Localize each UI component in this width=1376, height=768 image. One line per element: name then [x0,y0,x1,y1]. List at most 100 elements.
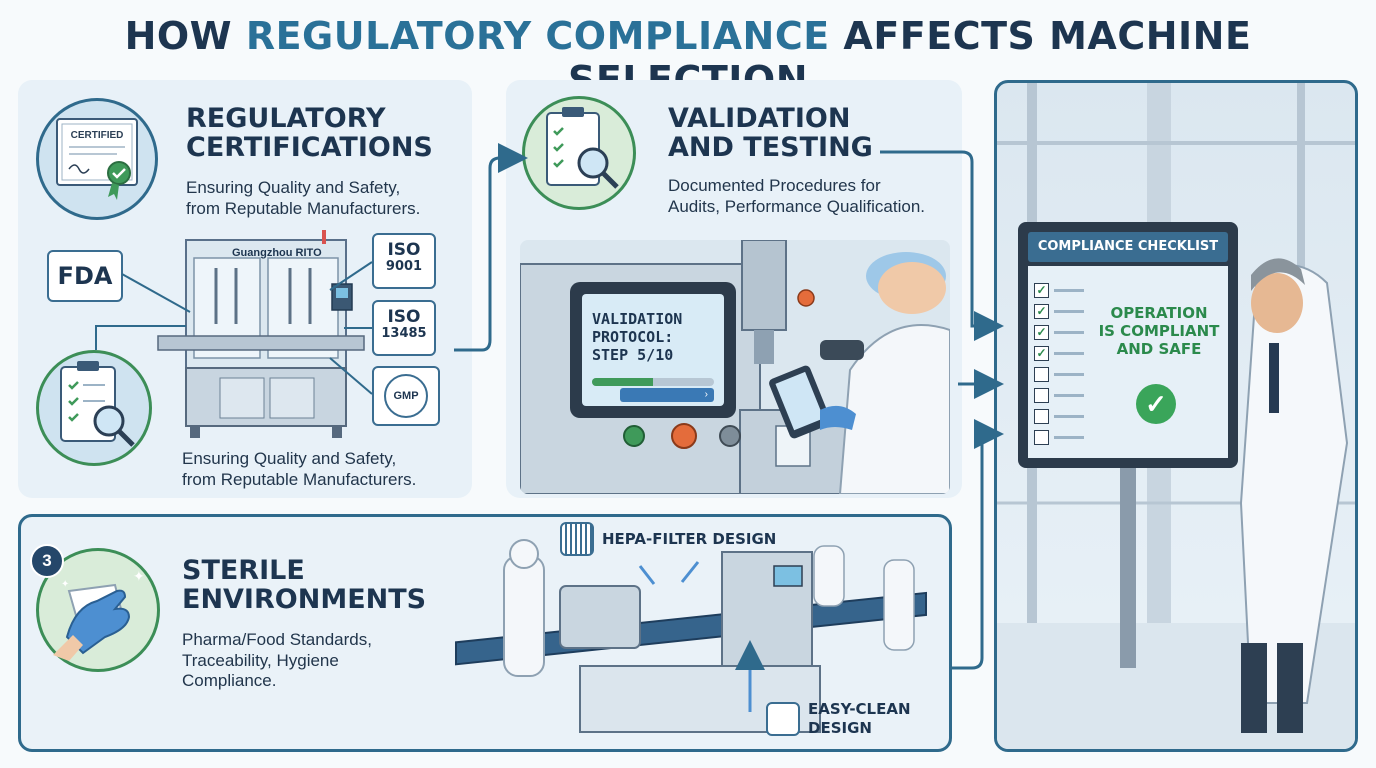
status-line1: OPERATION [1110,304,1208,322]
easy-clean-icon [766,701,800,736]
certifications-subtitle-bottom-line1: Ensuring Quality and Safety, [182,449,397,468]
iso-9001-badge: ISO 9001 [372,233,436,289]
step-number-text: 3 [42,551,52,570]
sterile-heading-line1: STERILE [182,555,305,586]
checklist-line [1054,310,1084,313]
checklist-row [1034,427,1084,448]
validation-screen-line2: PROTOCOL: [592,328,674,346]
checklist-board-stand [1120,468,1136,668]
status-line3: AND SAFE [1116,340,1202,358]
next-arrow-icon: › [704,389,708,400]
sterile-subtitle: Pharma/Food Standards, Traceability, Hyg… [182,630,372,692]
certifications-subtitle-top: Ensuring Quality and Safety, from Reputa… [186,178,420,219]
iso-13485-top: ISO [387,307,421,327]
certifications-subtitle-top-line1: Ensuring Quality and Safety, [186,178,401,197]
checklist-row [1034,385,1084,406]
checklist-board-title-bar: COMPLIANCE CHECKLIST [1028,232,1228,262]
easy-clean-label-line1: EASY-CLEAN [808,700,911,718]
title-accent: REGULATORY COMPLIANCE [245,14,830,58]
checklist-line [1054,352,1084,355]
fda-badge: FDA [47,250,123,302]
filling-machine-illustration [157,230,365,438]
machine-brand-label: Guangzhou RITO [232,247,322,259]
certifications-subtitle-bottom: Ensuring Quality and Safety, from Reputa… [182,449,416,490]
checklist-line [1054,373,1084,376]
page-title: HOW REGULATORY COMPLIANCE AFFECTS MACHIN… [0,14,1376,102]
validation-next-button[interactable]: › [620,388,714,402]
checklist-line [1054,436,1084,439]
svg-text:✦: ✦ [61,579,69,590]
certifications-heading-line1: REGULATORY [186,103,386,134]
gmp-seal: GMP [384,374,428,418]
checklist-line [1054,415,1084,418]
step-number-badge: 3 [30,544,64,578]
sterile-icon-circle: ✦ ✦ [36,548,160,672]
certifications-subtitle-bottom-line2: from Reputable Manufacturers. [182,469,417,489]
compliance-status-text: OPERATION IS COMPLIANT AND SAFE [1094,304,1224,358]
iso-9001-bottom: 9001 [385,258,423,274]
certifications-heading-line2: CERTIFICATIONS [186,132,433,164]
checklist-line [1054,331,1084,334]
checklist-row: ✓ [1034,343,1084,364]
checklist-items: ✓ ✓ ✓ ✓ [1034,280,1084,448]
empty-box-icon [1034,367,1049,382]
compliant-check-icon: ✓ [1136,384,1176,424]
validation-subtitle-line2: Audits, Performance Qualification. [668,196,926,216]
checklist-line [1054,394,1084,397]
checklist-row [1034,406,1084,427]
checklist-row: ✓ [1034,280,1084,301]
validation-heading-line1: VALIDATION [668,103,851,134]
validation-screen-display: VALIDATION PROTOCOL: STEP 5/10 › [582,294,724,406]
empty-box-icon [1034,388,1049,403]
checklist-row [1034,364,1084,385]
certifications-subtitle-top-line2: from Reputable Manufacturers. [186,198,421,218]
fda-badge-text: FDA [57,262,113,290]
clipboard-magnifier-icon [60,361,135,447]
iso-13485-bottom: 13485 [381,325,427,341]
validation-screen-text: VALIDATION PROTOCOL: STEP 5/10 [592,310,682,364]
validation-screen-line3: STEP 5/10 [592,346,674,364]
validation-progress-track [592,378,714,386]
iso-9001-top: ISO [387,240,421,260]
sterile-line-illustration [455,539,927,733]
checklist-line [1054,289,1084,292]
hepa-filter-callout: HEPA-FILTER DESIGN [560,522,776,556]
validation-heading-line2: AND TESTING [668,132,873,164]
checked-box-icon: ✓ [1034,304,1049,319]
checklist-board: COMPLIANCE CHECKLIST ✓ ✓ ✓ ✓ OPERATION IS C… [1018,222,1238,468]
checklist-row: ✓ [1034,322,1084,343]
gmp-badge-text: GMP [393,390,419,402]
gloved-hand-wipe-icon: ✦ ✦ [53,568,145,661]
certificate-icon: CERTIFIED [56,118,138,200]
validation-icon-circle [522,96,636,210]
validation-subtitle-line1: Documented Procedures for [668,176,881,195]
checked-box-icon: ✓ [1034,283,1049,298]
checklist-board-display: ✓ ✓ ✓ ✓ OPERATION IS COMPLIANT AND SAFE ✓ [1028,266,1228,458]
svg-text:✦: ✦ [133,568,145,584]
sterile-heading-line2: ENVIRONMENTS [182,584,427,616]
empty-box-icon [1034,430,1049,445]
iso-13485-badge: ISO 13485 [372,300,436,356]
validation-progress-fill [592,378,653,386]
checklist-board-title: COMPLIANCE CHECKLIST [1037,239,1219,254]
status-line2: IS COMPLIANT [1098,322,1220,340]
cleanroom-background [997,83,1355,749]
hepa-filter-label: HEPA-FILTER DESIGN [602,530,777,548]
validation-screen: VALIDATION PROTOCOL: STEP 5/10 › [570,282,736,418]
validation-heading: VALIDATION AND TESTING [668,104,873,162]
sterile-subtitle-line1: Pharma/Food Standards, [182,630,372,649]
sterile-subtitle-line2: Traceability, Hygiene [182,650,339,670]
validation-subtitle: Documented Procedures for Audits, Perfor… [668,176,925,217]
validation-screen-line1: VALIDATION [592,310,683,328]
certificate-label: CERTIFIED [71,130,124,141]
checked-box-icon: ✓ [1034,346,1049,361]
certificate-icon-circle: CERTIFIED [36,98,158,220]
title-part1: HOW [124,14,246,58]
easy-clean-label: EASY-CLEAN DESIGN [808,700,911,738]
empty-box-icon [1034,409,1049,424]
gmp-badge: GMP [372,366,440,426]
easy-clean-callout: EASY-CLEAN DESIGN [766,700,911,738]
checked-box-icon: ✓ [1034,325,1049,340]
audit-clipboard-circle [36,350,152,466]
sterile-heading: STERILE ENVIRONMENTS [182,556,426,614]
